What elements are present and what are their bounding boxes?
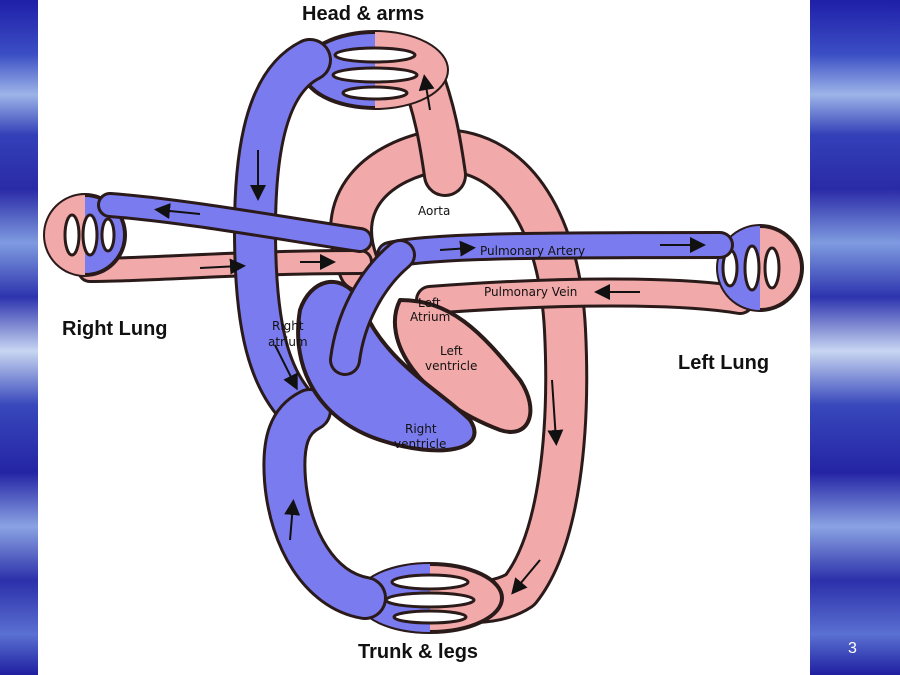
right-ventricle-label-line2: ventricle xyxy=(394,437,446,451)
left-atrium-label-line1: Left xyxy=(418,296,441,310)
left-atrium-label-line2: Atrium xyxy=(410,310,450,324)
left-background-band xyxy=(0,0,38,675)
aorta-label: Aorta xyxy=(418,204,450,218)
pulmonary-artery-label: Pulmonary Artery xyxy=(480,244,585,258)
pulmonary-vein-label: Pulmonary Vein xyxy=(484,285,577,299)
right-lung-shape xyxy=(43,193,127,277)
right-background-band xyxy=(810,0,900,675)
trunk-legs-label: Trunk & legs xyxy=(358,641,479,663)
left-lung-shape xyxy=(716,224,804,312)
right-atrium-label-line2: atrium xyxy=(268,335,308,349)
right-atrium-label-line1: Right xyxy=(272,319,304,333)
deoxygenated-vessels xyxy=(97,38,734,620)
left-lung-label: Left Lung xyxy=(678,352,770,374)
left-ventricle-label-line2: ventricle xyxy=(425,359,477,373)
flow-arrows xyxy=(154,74,706,595)
oxygenated-vessels xyxy=(77,48,755,625)
left-ventricle-label-line1: Left xyxy=(440,344,463,358)
right-ventricle-label-line1: Right xyxy=(405,422,437,436)
right-lung-label: Right Lung xyxy=(62,318,168,340)
head-arms-label: Head & arms xyxy=(302,3,425,25)
slide-number: 3 xyxy=(848,640,857,657)
